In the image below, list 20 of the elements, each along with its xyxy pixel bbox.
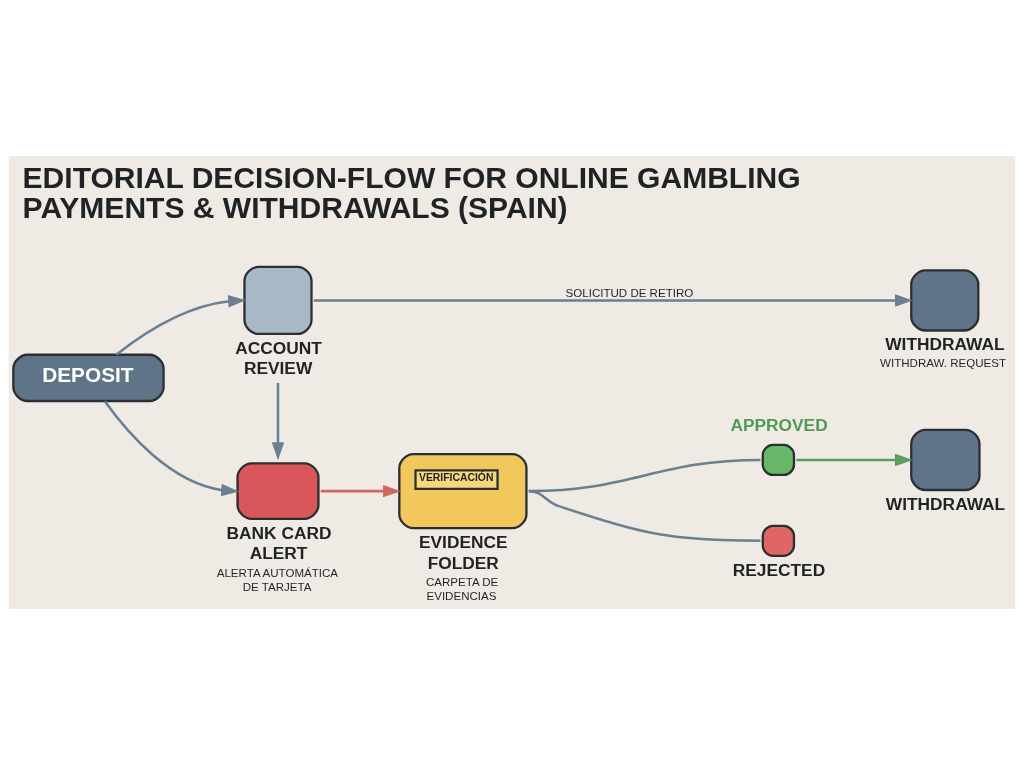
node-label: WITHDRAWAL xyxy=(885,334,1005,355)
node-label: BANK CARD ALERT xyxy=(226,522,332,564)
arrow xyxy=(271,382,285,461)
node-label: ACCOUNT REVIEW xyxy=(235,337,322,379)
arrow xyxy=(103,400,240,497)
node-label: ALERTA AUTOMÁTICA DE TARJETA xyxy=(216,566,339,593)
arrow xyxy=(313,294,913,307)
connector xyxy=(528,489,761,543)
node-label: CARPETA DE EVIDENCIAS xyxy=(425,575,499,602)
diagram-title: EDITORIAL DECISION-FLOW FOR ONLINE GAMBLING PAYMENTS & WITHDRAWALS (SPAIN) xyxy=(22,161,801,225)
arrow xyxy=(115,295,246,356)
arrow xyxy=(796,453,913,467)
node-label: WITHDRAWAL xyxy=(885,493,1006,514)
edge-label: SOLICITUD DE RETIRO xyxy=(565,286,694,299)
node-label: EVIDENCE FOLDER xyxy=(418,531,508,573)
node-label: APPROVED xyxy=(730,415,828,436)
node-box: DEPOSIT xyxy=(12,353,165,403)
node-label: REJECTED xyxy=(732,559,826,580)
arrow xyxy=(320,484,401,498)
node-label: WITHDRAW. REQUEST xyxy=(880,357,1007,370)
